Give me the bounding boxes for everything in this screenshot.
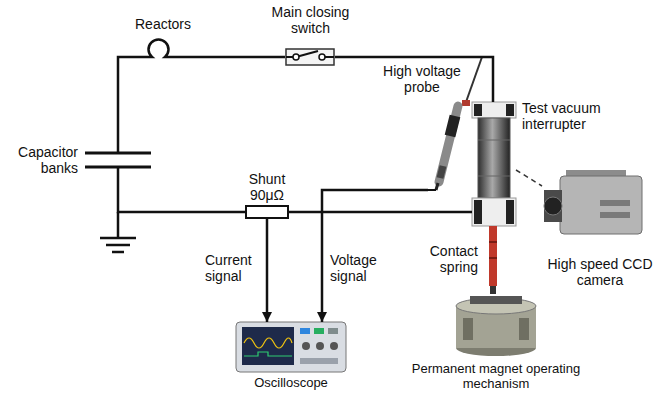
component-label: Capacitor banks [12,144,78,176]
component-label: Main closing switch [263,4,358,36]
contact-spring-picture [489,226,497,294]
wire [288,211,472,214]
shunt-symbol [246,206,288,218]
reactor: Reactors [145,38,180,60]
component-label: Contact spring [422,243,478,275]
vacuum-interrupter-picture [472,102,516,226]
voltage-probe: High voltage probe [428,100,472,195]
signal-arrow [322,190,428,322]
component-label: High speed CCD camera [544,256,656,288]
component-label: High voltage probe [379,63,465,95]
signal-arrow [266,218,269,322]
ground-symbol [100,212,136,252]
component-label: Reactors [127,16,199,32]
oscilloscope-picture [236,322,346,372]
vacuum-interrupter: Test vacuum interrupter [472,102,516,226]
capacitor-symbol [85,148,151,172]
sight-line [516,170,542,186]
wire [180,56,285,59]
wire [335,57,493,102]
ccd-camera: High speed CCD camera [542,165,650,250]
contact-spring: Contact spring [486,226,500,292]
main-switch: Main closing switch [285,48,335,66]
shunt: Shunt 90μΩ [246,206,288,218]
camera-picture [544,170,642,234]
component-label: Permanent magnet operating mechanism [401,361,591,391]
operating-mechanism: Permanent magnet operating mechanism [452,292,540,358]
wire [118,172,246,212]
reactor-symbol [145,39,180,57]
component-label: Test vacuum interrupter [522,100,612,132]
oscilloscope: Oscilloscope [236,322,346,372]
wire [118,57,145,148]
capacitor-bank: Capacitor banks [83,148,153,172]
mechanism-picture [456,296,536,356]
switch-symbol [286,49,334,65]
component-label: Shunt 90μΩ [244,171,290,203]
signal-label: Voltage signal [330,252,386,284]
signal-label: Current signal [205,252,259,284]
component-label: Oscilloscope [246,375,336,390]
